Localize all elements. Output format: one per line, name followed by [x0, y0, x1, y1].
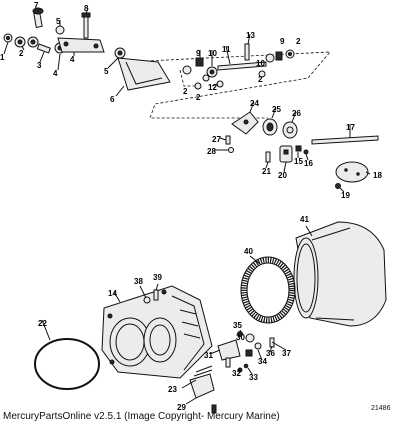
- callout-30: 30: [236, 333, 245, 342]
- middle-linkage-assembly: [225, 111, 379, 189]
- callout-14: 14: [108, 289, 117, 298]
- callout-19: 19: [341, 191, 350, 200]
- callout-2e: 2: [296, 37, 301, 46]
- callout-4a: 4: [53, 69, 58, 78]
- air-filter-41: [293, 221, 387, 327]
- callout-18: 18: [373, 171, 382, 180]
- callout-24: 24: [250, 99, 259, 108]
- callout-38: 38: [134, 277, 143, 286]
- callout-8: 8: [84, 4, 89, 13]
- callout-1: 1: [0, 53, 5, 62]
- callout-28: 28: [207, 147, 216, 156]
- callout-3: 3: [37, 61, 42, 70]
- callout-13: 13: [246, 31, 255, 40]
- callout-20: 20: [278, 171, 287, 180]
- callout-37: 37: [282, 349, 291, 358]
- callout-9b: 9: [280, 37, 285, 46]
- callout-10b: 10: [256, 59, 265, 68]
- callout-29: 29: [177, 403, 186, 412]
- callout-35: 35: [233, 321, 242, 330]
- callout-2d: 2: [258, 75, 263, 84]
- callout-26: 26: [292, 109, 301, 118]
- callout-41: 41: [300, 215, 309, 224]
- callout-22: 22: [38, 319, 47, 328]
- callout-21: 21: [262, 167, 271, 176]
- callout-27: 27: [212, 135, 221, 144]
- callout-17: 17: [346, 123, 355, 132]
- callout-16: 16: [304, 159, 313, 168]
- throttle-sensor-group: [189, 331, 275, 414]
- callout-4b: 4: [70, 55, 75, 64]
- callout-33: 33: [249, 373, 258, 382]
- callout-2b: 2: [183, 87, 188, 96]
- callout-32: 32: [232, 369, 241, 378]
- callout-12: 12: [208, 83, 217, 92]
- throttle-body-14: [101, 285, 213, 379]
- dashed-leader-lines: [125, 51, 331, 119]
- copyright-footer: MercuryPartsOnline v2.5.1 (Image Copyrig…: [3, 411, 280, 422]
- callout-34: 34: [258, 357, 267, 366]
- callout-36: 36: [266, 349, 275, 358]
- callout-9a: 9: [196, 49, 201, 58]
- callout-2a: 2: [19, 49, 24, 58]
- callout-39: 39: [153, 273, 162, 282]
- callout-leaders: [3, 7, 371, 405]
- callout-23: 23: [168, 385, 177, 394]
- upper-linkage-assembly: [3, 7, 295, 91]
- filter-gasket-40: [240, 256, 296, 324]
- callout-6: 6: [110, 95, 115, 104]
- callout-2c: 2: [196, 93, 201, 102]
- callout-7: 7: [34, 1, 39, 10]
- fasteners-38-39: [143, 289, 159, 304]
- figure-number: 21486: [371, 405, 391, 412]
- throttle-gasket-22: [34, 338, 100, 390]
- callout-5a: 5: [56, 17, 61, 26]
- callout-25: 25: [272, 105, 281, 114]
- callout-40: 40: [244, 247, 253, 256]
- callout-10a: 10: [208, 49, 217, 58]
- callout-31: 31: [204, 351, 213, 360]
- callout-15: 15: [294, 157, 303, 166]
- callout-5b: 5: [104, 67, 109, 76]
